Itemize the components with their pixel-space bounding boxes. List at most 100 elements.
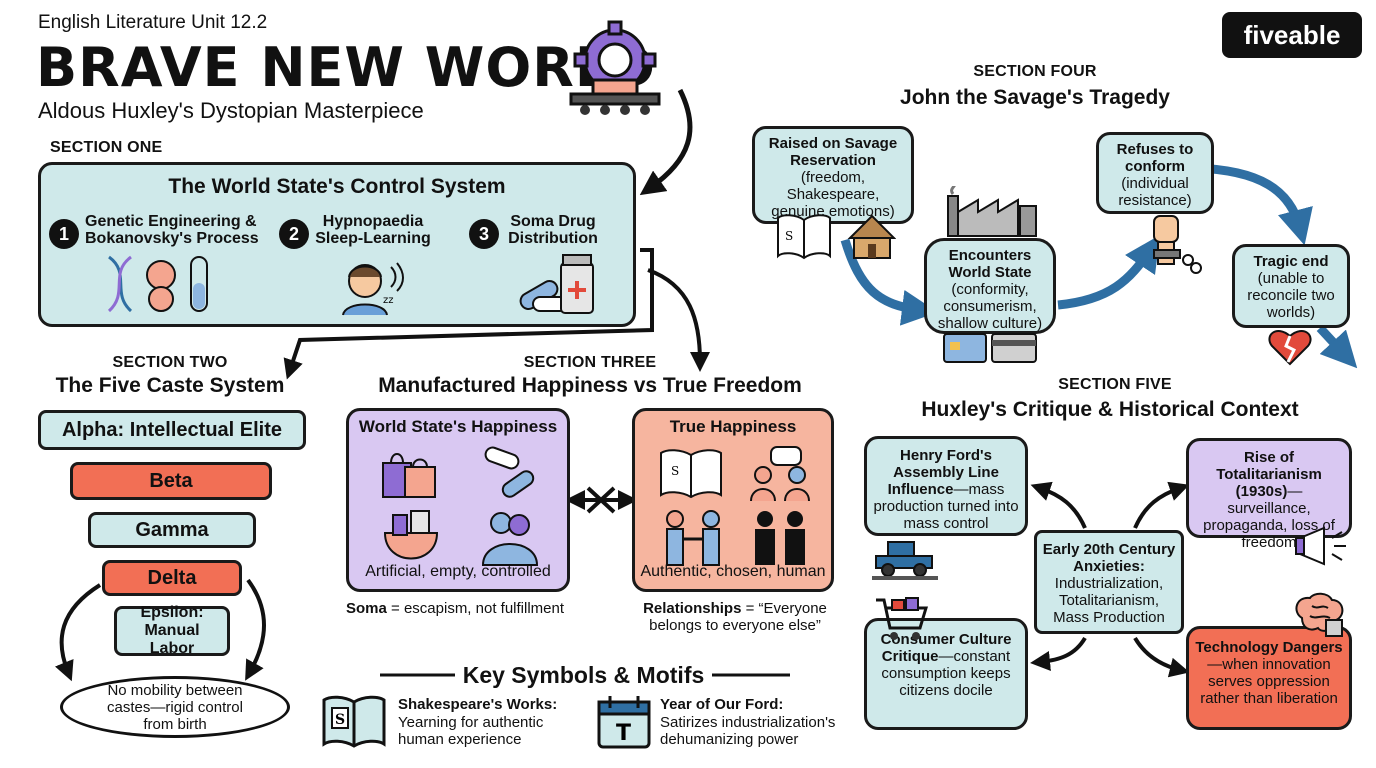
factory-icon <box>947 186 1037 237</box>
world-state-happiness-card: World State's Happiness Artificial, empt… <box>346 408 570 592</box>
svg-text:S: S <box>785 229 793 243</box>
savage-step-2-text: (conformity, consumerism, shallow cultur… <box>937 281 1043 332</box>
credit-cards-icon <box>943 333 1037 363</box>
section-three-label: SECTION THREE <box>523 354 657 371</box>
consumer-goods-sack-icon <box>383 510 439 560</box>
savage-step-2-bold: Encounters World State <box>948 247 1032 281</box>
conversation-icon <box>750 446 810 502</box>
item-2-text: Hypnopaedia Sleep-Learning <box>315 213 431 247</box>
symbols-title: Key Symbols & Motifs <box>462 662 705 688</box>
section-five-title: Huxley's Critique & Historical Context <box>921 398 1299 421</box>
context-center-text: Industrialization, Totalitarianism, Mass… <box>1053 575 1165 626</box>
arrow-context-consumer <box>1030 636 1087 671</box>
savage-step-4-bold: Tragic end <box>1253 253 1329 270</box>
section-five-label: SECTION FIVE <box>1058 376 1172 393</box>
item-2-number: 2 <box>279 219 309 249</box>
svg-text:S: S <box>335 712 345 728</box>
soma-note-bold: Soma <box>346 600 387 617</box>
context-center-bold: Early 20th Century Anxieties: <box>1042 541 1176 575</box>
context-center: Early 20th Century Anxieties: Industrial… <box>1034 530 1184 634</box>
item-1-text: Genetic Engineering & Bokanovsky's Proce… <box>85 213 259 247</box>
svg-text:S: S <box>671 464 679 478</box>
pills-icon <box>484 446 535 498</box>
embrace-icon <box>481 512 539 566</box>
shopping-bags-icon <box>382 453 436 498</box>
context-ford-text: —mass production turned into mass contro… <box>873 481 1019 532</box>
brain-circuit-icon <box>1295 592 1344 637</box>
context-totalitarianism: Rise of Totalitarianism (1930s)—surveill… <box>1186 438 1352 551</box>
context-ford: Henry Ford's Assembly Line Influence—mas… <box>864 436 1028 536</box>
people-together-icon <box>755 511 805 565</box>
broken-heart-icon <box>1268 330 1312 366</box>
caste-gamma: Gamma <box>88 512 256 548</box>
page-subtitle: Aldous Huxley's Dystopian Masterpiece <box>38 98 424 123</box>
relationships-note-text: = “Everyone belongs to everyone else” <box>649 600 827 634</box>
section-two-title: The Five Caste System <box>55 374 285 397</box>
context-technology-text: —when innovation serves oppression rathe… <box>1200 656 1338 707</box>
caste-epsilon: Epsilon: Manual Labor <box>114 604 230 657</box>
raised-fist-chain-icon <box>1153 215 1202 274</box>
context-consumer-text: —constant consumption keeps citizens doc… <box>881 648 1011 699</box>
true-happiness-title: True Happiness <box>669 417 797 436</box>
dna-embryo-icon <box>107 255 208 313</box>
caste-beta: Beta <box>70 462 272 500</box>
section-one-title: The World State's Control System <box>168 175 506 198</box>
book-hut-icon: S <box>777 214 896 260</box>
savage-step-4: Tragic end (unable to reconcile two worl… <box>1232 244 1350 328</box>
handshake-icon <box>666 510 720 566</box>
section-four-title: John the Savage's Tragedy <box>900 86 1170 109</box>
symbol-1-text: Yearning for authentic human experience <box>398 714 544 748</box>
context-technology-bold: Technology Dangers <box>1195 639 1343 656</box>
arrow-caste-left <box>54 583 102 682</box>
page-title: BRAVE NEW WORLD <box>36 36 657 99</box>
arrow-caste-right <box>245 578 266 681</box>
item-3-number: 3 <box>469 219 499 249</box>
soma-pills-icon <box>519 254 594 314</box>
context-consumer: Consumer Culture Critique—constant consu… <box>864 618 1028 730</box>
sleeping-person-icon: zz <box>342 262 404 316</box>
arrow-context-ford <box>1030 481 1087 529</box>
section-one-label: SECTION ONE <box>50 139 163 156</box>
savage-step-4-text: (unable to reconcile two worlds) <box>1247 270 1335 321</box>
soma-note: Soma = escapism, not fulfillment <box>346 600 564 617</box>
world-state-happiness-caption: Artificial, empty, controlled <box>365 563 551 580</box>
savage-step-3: Refuses to conform (individual resistanc… <box>1096 132 1214 214</box>
world-state-happiness-title: World State's Happiness <box>358 417 558 436</box>
section-one-box: The World State's Control System 1 Genet… <box>38 162 636 327</box>
svg-text:zz: zz <box>383 295 394 306</box>
model-t-car-icon <box>872 541 938 580</box>
symbol-2-text: Satirizes industrialization's dehumanizi… <box>660 714 836 748</box>
item-1-number: 1 <box>49 219 79 249</box>
savage-step-2: Encounters World State (conformity, cons… <box>924 238 1056 334</box>
true-happiness-card: True Happiness S Authentic, chosen, huma… <box>632 408 834 592</box>
section-three-title: Manufactured Happiness vs True Freedom <box>378 374 802 397</box>
relationships-note: Relationships = “Everyone belongs to eve… <box>620 600 850 634</box>
svg-text:T: T <box>616 721 631 746</box>
relationships-note-bold: Relationships <box>643 600 742 617</box>
arrow-to-section-three <box>647 268 710 372</box>
section-two-label: SECTION TWO <box>112 354 228 371</box>
savage-step-1: Raised on Savage Reservation (freedom, S… <box>752 126 914 224</box>
caste-mobility-note: No mobility between castes—rigid control… <box>60 676 290 738</box>
context-ford-bold: Henry Ford's Assembly Line Influence <box>887 447 999 498</box>
savage-step-1-text: (freedom, Shakespeare, genuine emotions) <box>771 169 895 220</box>
soma-note-text: = escapism, not fulfillment <box>386 600 565 617</box>
shopping-cart-icon <box>876 597 928 640</box>
item-3-text: Soma Drug Distribution <box>508 213 598 247</box>
savage-step-1-bold: Raised on Savage Reservation <box>768 135 898 169</box>
arrow-context-totalitarianism <box>1133 481 1190 529</box>
shakespeare-book-icon: S <box>322 695 386 748</box>
savage-step-3-bold: Refuses to conform <box>1116 141 1194 175</box>
context-totalitarianism-text: —surveillance, propaganda, loss of freed… <box>1203 483 1335 551</box>
true-happiness-caption: Authentic, chosen, human <box>640 563 826 580</box>
caste-delta: Delta <box>102 560 242 596</box>
factory-gear-icon <box>569 20 661 115</box>
context-technology: Technology Dangers—when innovation serve… <box>1186 626 1352 730</box>
brand-text: fiveable <box>1243 19 1341 50</box>
arrow-context-technology <box>1133 636 1190 678</box>
context-totalitarianism-bold: Rise of Totalitarianism (1930s) <box>1216 449 1322 500</box>
open-book-icon: S <box>660 449 722 499</box>
savage-step-3-text: (individual resistance) <box>1118 175 1192 209</box>
arrow-savage-2 <box>1057 235 1160 310</box>
caste-mobility-text: No mobility between castes—rigid control… <box>107 681 243 733</box>
